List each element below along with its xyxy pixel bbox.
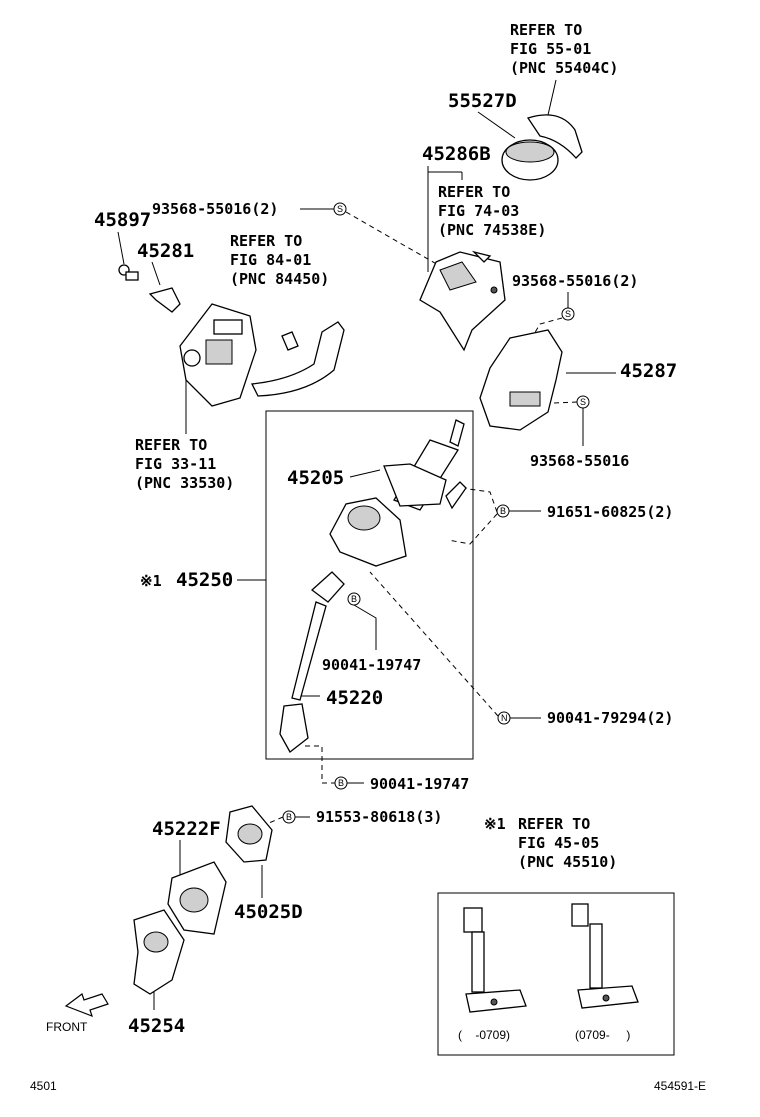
svg-text:S: S (580, 397, 586, 407)
assembly-frame-45250 (265, 410, 474, 760)
label-45222F[interactable]: 45222F (152, 818, 221, 840)
ref-mark: ※1 (484, 815, 506, 833)
svg-text:B: B (338, 778, 344, 788)
ref-fig-74-03[interactable]: REFER TO FIG 74-03 (PNC 74538E) (438, 183, 546, 239)
ref-line: FIG 55-01 (510, 40, 591, 58)
svg-text:B: B (500, 506, 506, 516)
s-mark-top: S (333, 202, 347, 216)
ref-line: REFER TO (510, 21, 582, 39)
inset-shaft-left[interactable] (463, 907, 527, 1013)
b-mark-cover: B (282, 810, 296, 824)
label-45897[interactable]: 45897 (94, 209, 151, 231)
ref-line: FIG 74-03 (438, 202, 519, 220)
inset-shaft-right[interactable] (571, 903, 639, 1009)
label-bolt-93568-55016-2a[interactable]: 93568-55016(2) (152, 200, 278, 218)
ref-line: FIG 45-05 (518, 834, 599, 852)
label-bolt-90041-19747a[interactable]: 90041-19747 (322, 656, 421, 674)
lock-assembly[interactable] (179, 303, 345, 407)
inset-frame (437, 892, 675, 1056)
label-45250-mark: ※1 (140, 572, 162, 590)
footer-right: 454591-E (654, 1079, 706, 1093)
ref-fig-84-01[interactable]: REFER TO FIG 84-01 (PNC 84450) (230, 232, 329, 288)
ref-line: REFER TO (518, 815, 590, 833)
ref-fig-45-05[interactable]: ※1 REFER TO FIG 45-05 (PNC 45510) (484, 815, 617, 871)
ref-line: (PNC 74538E) (438, 221, 546, 239)
ref-line: FIG 84-01 (230, 251, 311, 269)
b-mark-shaft: B (347, 592, 361, 606)
b-mark-lower: B (334, 776, 348, 790)
ref-line: REFER TO (438, 183, 510, 201)
switch-84450[interactable] (281, 331, 299, 351)
footer-left: 4501 (30, 1079, 57, 1093)
ref-line: (PNC 33530) (135, 474, 234, 492)
n-mark: N (497, 711, 511, 725)
label-45220[interactable]: 45220 (326, 687, 383, 709)
label-bolt-91651-60825[interactable]: 91651-60825(2) (547, 503, 673, 521)
intermediate-shaft-45220[interactable] (279, 571, 345, 753)
inset-range-left: ( -0709) (458, 1028, 510, 1042)
inset-range-right: (0709- ) (575, 1028, 630, 1042)
screw-45897[interactable] (118, 264, 139, 281)
label-bolt-91553-80618[interactable]: 91553-80618(3) (316, 808, 442, 826)
label-55527D[interactable]: 55527D (448, 90, 517, 112)
label-bolt-93568-55016[interactable]: 93568-55016 (530, 452, 629, 470)
label-45205[interactable]: 45205 (287, 467, 344, 489)
label-45287[interactable]: 45287 (620, 360, 677, 382)
label-45250[interactable]: 45250 (176, 569, 233, 591)
label-bolt-90041-19747b[interactable]: 90041-19747 (370, 775, 469, 793)
steering-cover-55527D[interactable] (501, 114, 583, 181)
ref-line: FIG 33-11 (135, 455, 216, 473)
front-label: FRONT (46, 1020, 88, 1034)
ref-line: REFER TO (135, 436, 207, 454)
label-45254[interactable]: 45254 (128, 1015, 185, 1037)
column-cover-upper-45286B[interactable] (419, 250, 506, 352)
front-arrow-icon (64, 993, 109, 1018)
ref-fig-33-11[interactable]: REFER TO FIG 33-11 (PNC 33530) (135, 436, 234, 492)
column-cover-lower-45287[interactable] (479, 329, 563, 431)
svg-text:N: N (501, 713, 508, 723)
clamp-45281[interactable] (148, 287, 181, 313)
ref-line: (PNC 55404C) (510, 59, 618, 77)
ref-line: REFER TO (230, 232, 302, 250)
svg-text:B: B (286, 812, 292, 822)
s-mark-right-lower: S (576, 395, 590, 409)
cover-45025D[interactable] (225, 805, 273, 863)
boot-45254[interactable] (133, 909, 185, 995)
s-mark-right-upper: S (561, 307, 575, 321)
ref-line: (PNC 45510) (518, 853, 617, 871)
label-45025D[interactable]: 45025D (234, 901, 303, 923)
label-45281[interactable]: 45281 (137, 240, 194, 262)
svg-text:S: S (337, 204, 343, 214)
b-mark-column: B (496, 504, 510, 518)
svg-text:S: S (565, 309, 571, 319)
ref-fig-55-01[interactable]: REFER TO FIG 55-01 (PNC 55404C) (510, 21, 618, 77)
svg-text:B: B (351, 594, 357, 604)
seal-45222F[interactable] (167, 861, 227, 935)
ref-line: (PNC 84450) (230, 270, 329, 288)
leader-lines (117, 79, 616, 1010)
label-bolt-90041-79294[interactable]: 90041-79294(2) (547, 709, 673, 727)
steering-column-45205[interactable] (329, 419, 467, 567)
label-bolt-93568-55016-2b[interactable]: 93568-55016(2) (512, 272, 638, 290)
label-45286B[interactable]: 45286B (422, 143, 491, 165)
